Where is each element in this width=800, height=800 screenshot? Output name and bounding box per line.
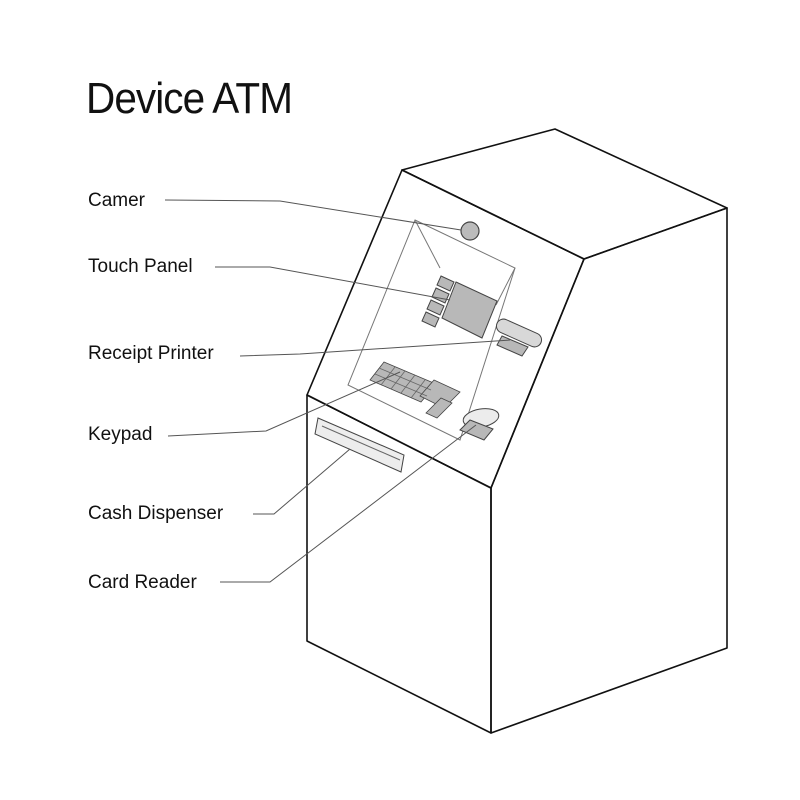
label-touch-panel: Touch Panel <box>88 256 193 277</box>
leader-cash-dispenser <box>253 448 351 515</box>
label-cash-dispenser: Cash Dispenser <box>88 503 224 524</box>
leader-receipt-printer <box>239 339 511 357</box>
screen-frame <box>347 219 516 441</box>
leader-camera <box>164 199 462 231</box>
camera-icon <box>460 221 480 241</box>
label-card-reader: Card Reader <box>88 572 197 593</box>
label-keypad: Keypad <box>88 424 153 445</box>
label-camera: Camer <box>88 190 146 211</box>
keypad <box>369 361 461 419</box>
touch-panel <box>421 275 498 339</box>
atm-right-side <box>490 207 728 734</box>
leader-keypad <box>167 371 401 437</box>
leader-card-reader <box>220 424 477 583</box>
receipt-printer <box>495 318 543 357</box>
leader-touch-panel <box>215 266 451 301</box>
leader-lines <box>164 199 511 583</box>
atm-body <box>306 128 728 734</box>
cash-dispenser-slot <box>314 417 405 473</box>
card-reader <box>459 408 500 441</box>
atm-lower-cabinet <box>306 394 492 734</box>
label-receipt-printer: Receipt Printer <box>88 343 214 364</box>
diagram-title: Device ATM <box>86 74 293 123</box>
